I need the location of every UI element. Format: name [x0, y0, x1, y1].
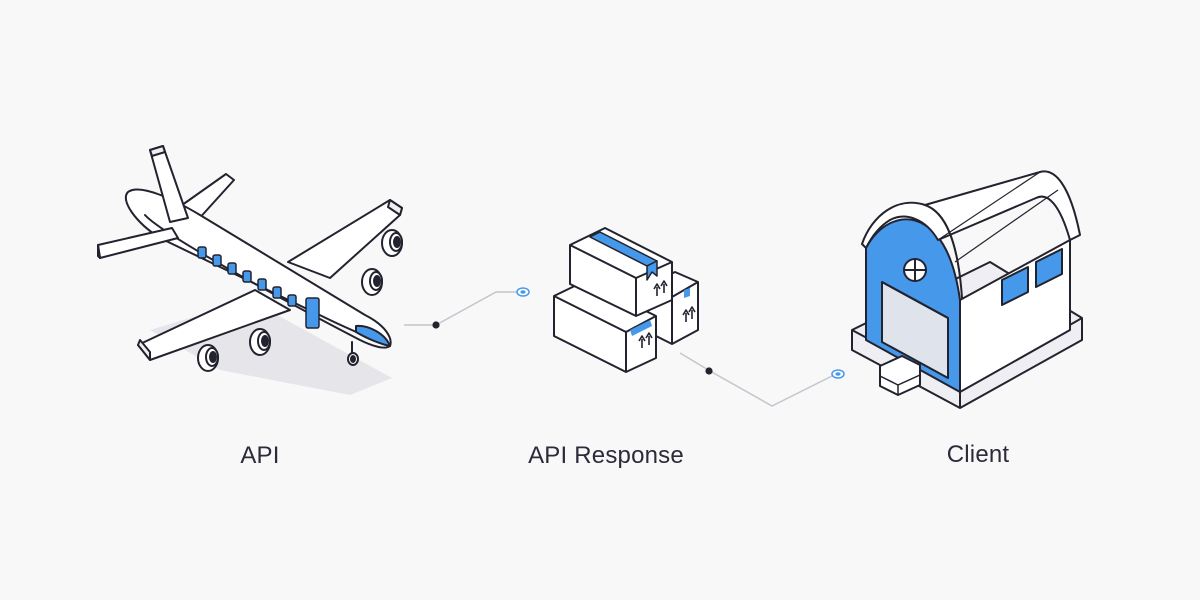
connector-response-to-client [679, 352, 845, 407]
package-boxes-icon [553, 227, 699, 373]
warehouse-icon [851, 170, 1083, 409]
connector-dot-start [705, 367, 713, 375]
node-label-client: Client [946, 441, 1010, 468]
connector-api-to-response [404, 287, 530, 329]
airplane-icon [97, 145, 403, 395]
node-label-api: API [240, 442, 280, 469]
connector-dot-start [432, 321, 440, 329]
node-label-api-response: API Response [528, 442, 684, 469]
